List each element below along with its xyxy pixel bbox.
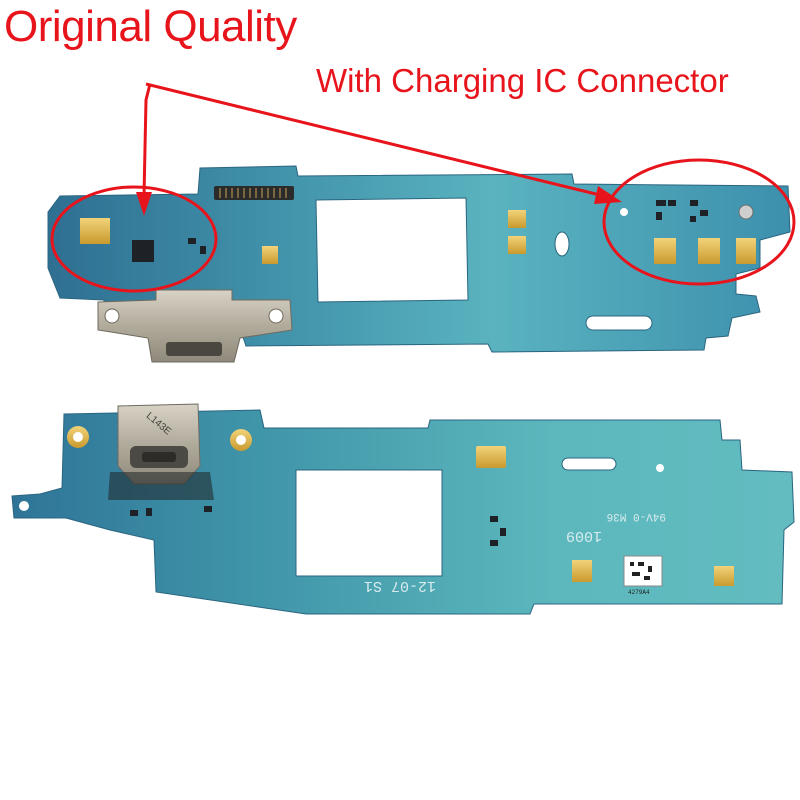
board-slot (561, 457, 617, 471)
gold-pad (736, 238, 756, 264)
usb-port-bracket (97, 289, 293, 363)
bottom-pcb-board (11, 403, 795, 615)
gold-pad (714, 566, 734, 586)
highlight-circle-right (602, 158, 796, 286)
antenna-connector (738, 204, 754, 220)
label-sticker (623, 555, 663, 587)
gold-pad (508, 236, 526, 254)
title-caption: Original Quality (4, 2, 297, 51)
charging-ic (132, 240, 154, 262)
silk-date: 12-07 S1 (364, 577, 436, 594)
arrow-head-right (594, 186, 622, 204)
gold-pad (698, 238, 720, 264)
arrow-head-left (136, 192, 152, 216)
arrow-line-left (142, 83, 152, 197)
silk-rating: 94V-0 M36 (607, 510, 666, 522)
board-slot (585, 315, 653, 331)
gold-pad (572, 560, 592, 582)
silk-code: 1009 (566, 527, 602, 544)
gold-pad (262, 246, 278, 264)
annotation-overlay (50, 82, 796, 293)
arrow-line-right (145, 82, 605, 198)
sticker-code: 4279A4 (628, 589, 650, 596)
microphone-pad (476, 446, 506, 468)
gold-pad (80, 218, 110, 244)
highlight-circle-left (50, 185, 218, 293)
gold-pad (508, 210, 526, 228)
usb-port (108, 403, 214, 500)
board-hole (554, 231, 570, 257)
subtitle-caption: With Charging IC Connector (316, 62, 729, 99)
top-pcb-board (47, 165, 791, 363)
gold-pad (654, 238, 676, 264)
